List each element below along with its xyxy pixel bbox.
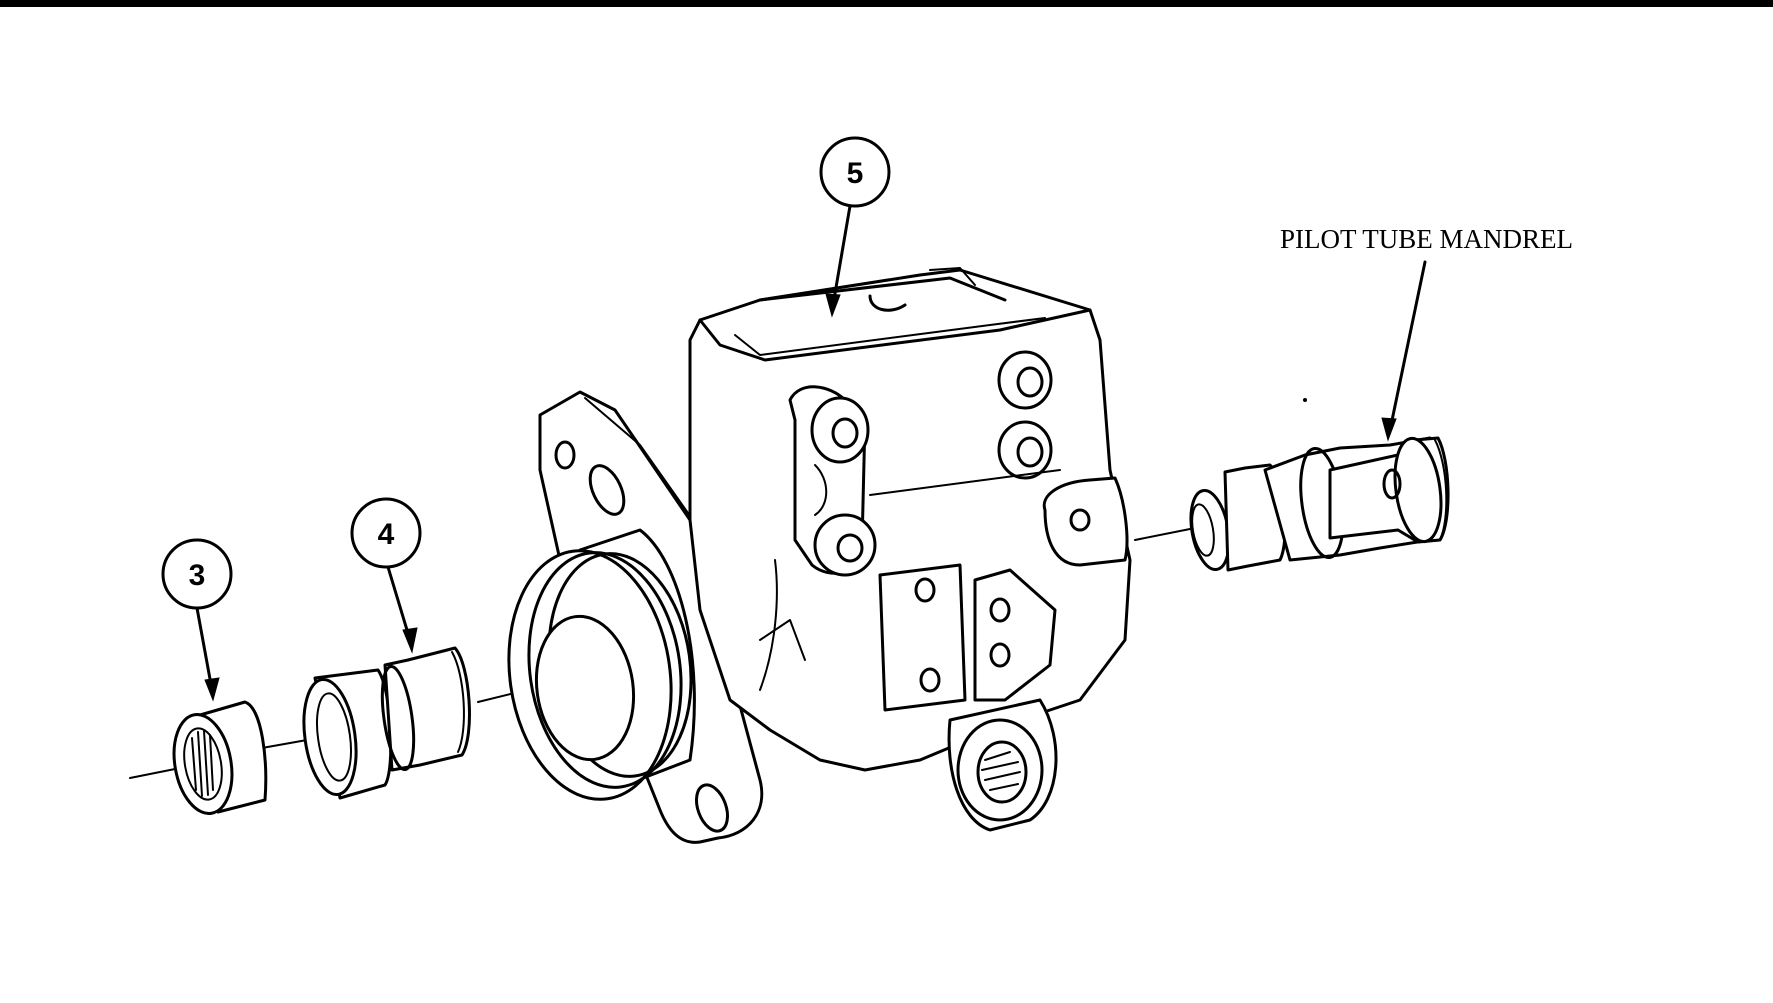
part-3-bearing	[172, 700, 268, 815]
callout-4: 4	[350, 497, 422, 654]
pilot-tube-mandrel-callout: PILOT TUBE MANDREL	[1280, 224, 1573, 442]
part-4-bushing	[302, 646, 471, 800]
callout-5: 5	[819, 136, 891, 318]
pilot-tube-mandrel-label: PILOT TUBE MANDREL	[1280, 224, 1573, 254]
callout-3: 3	[161, 538, 233, 702]
callout-4-label: 4	[378, 518, 395, 551]
callout-5-label: 5	[847, 157, 864, 190]
part-5-pump-housing	[507, 267, 1132, 844]
pilot-tube-mandrel-tool	[1189, 436, 1450, 572]
stray-dot	[1303, 398, 1307, 402]
top-border-rule	[0, 0, 1773, 7]
callout-3-label: 3	[189, 559, 206, 592]
